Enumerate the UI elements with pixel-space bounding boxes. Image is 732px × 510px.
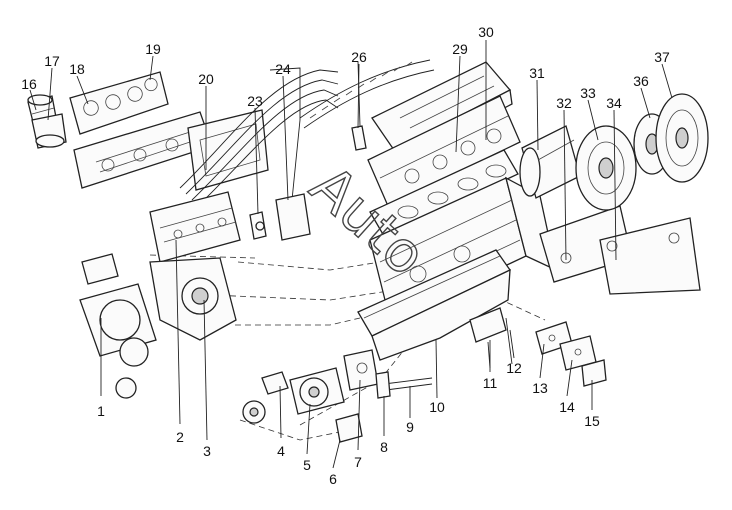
part-water-pump: [79, 253, 157, 399]
callout-13: 13: [532, 380, 548, 396]
callout-18: 18: [69, 61, 85, 77]
callout-2: 2: [176, 429, 184, 445]
callout-36: 36: [633, 73, 649, 89]
callout-20: 20: [198, 71, 214, 87]
callout-11: 11: [483, 375, 498, 391]
part-flywheel: [575, 125, 637, 211]
part-timing-cover: [149, 257, 237, 341]
callout-23: 23: [247, 93, 263, 109]
callout-30: 30: [478, 24, 494, 40]
part-oil-pan: [357, 249, 511, 361]
callout-7: 7: [354, 454, 362, 470]
callout-19: 19: [145, 41, 161, 57]
callout-29: 29: [452, 41, 468, 57]
part-exhaust-elbow: [539, 205, 701, 295]
part-starter-motor: [519, 125, 581, 199]
callout-16: 16: [21, 76, 37, 92]
callout-31: 31: [529, 65, 545, 81]
part-pressure-plate: [655, 93, 709, 183]
part-oil-pickup: [469, 307, 513, 369]
callout-24: 24: [275, 61, 291, 77]
part-thermostat-housing: [335, 349, 379, 443]
callout-4: 4: [277, 443, 285, 459]
callout-37: 37: [654, 49, 670, 65]
callout-8: 8: [380, 439, 388, 455]
callout-33: 33: [580, 85, 596, 101]
callout-9: 9: [406, 419, 414, 435]
part-injector: [249, 211, 267, 240]
callout-6: 6: [329, 471, 337, 487]
callout-15: 15: [584, 413, 600, 429]
callout-10: 10: [429, 399, 445, 415]
part-intake-manifold: [69, 71, 169, 135]
callout-32: 32: [556, 95, 572, 111]
part-dipstick-tube: [375, 371, 433, 399]
callout-numbers: 1 2 3 4 5 6 7 8 9 10 11 12 13 14 15 16 1…: [21, 24, 670, 487]
part-brackets: [535, 321, 607, 387]
part-sprocket: [242, 371, 289, 424]
callout-leader-lines: [29, 40, 673, 469]
part-oil-pump: [289, 367, 345, 415]
callout-26: 26: [351, 49, 367, 65]
callout-14: 14: [559, 399, 575, 415]
callout-1: 1: [97, 403, 105, 419]
part-filter-cartridge: [31, 113, 67, 149]
callout-34: 34: [606, 95, 622, 111]
callout-17: 17: [44, 53, 60, 69]
part-injector-pipes: [179, 67, 339, 241]
callout-3: 3: [203, 443, 211, 459]
callout-12: 12: [506, 360, 522, 376]
part-valve-cover-gasket: [299, 59, 435, 129]
part-cylinder-head: [367, 95, 521, 207]
callout-5: 5: [303, 457, 311, 473]
part-injection-pump: [149, 191, 241, 263]
part-head-gasket: [369, 149, 519, 237]
part-glow-plug: [351, 61, 367, 151]
